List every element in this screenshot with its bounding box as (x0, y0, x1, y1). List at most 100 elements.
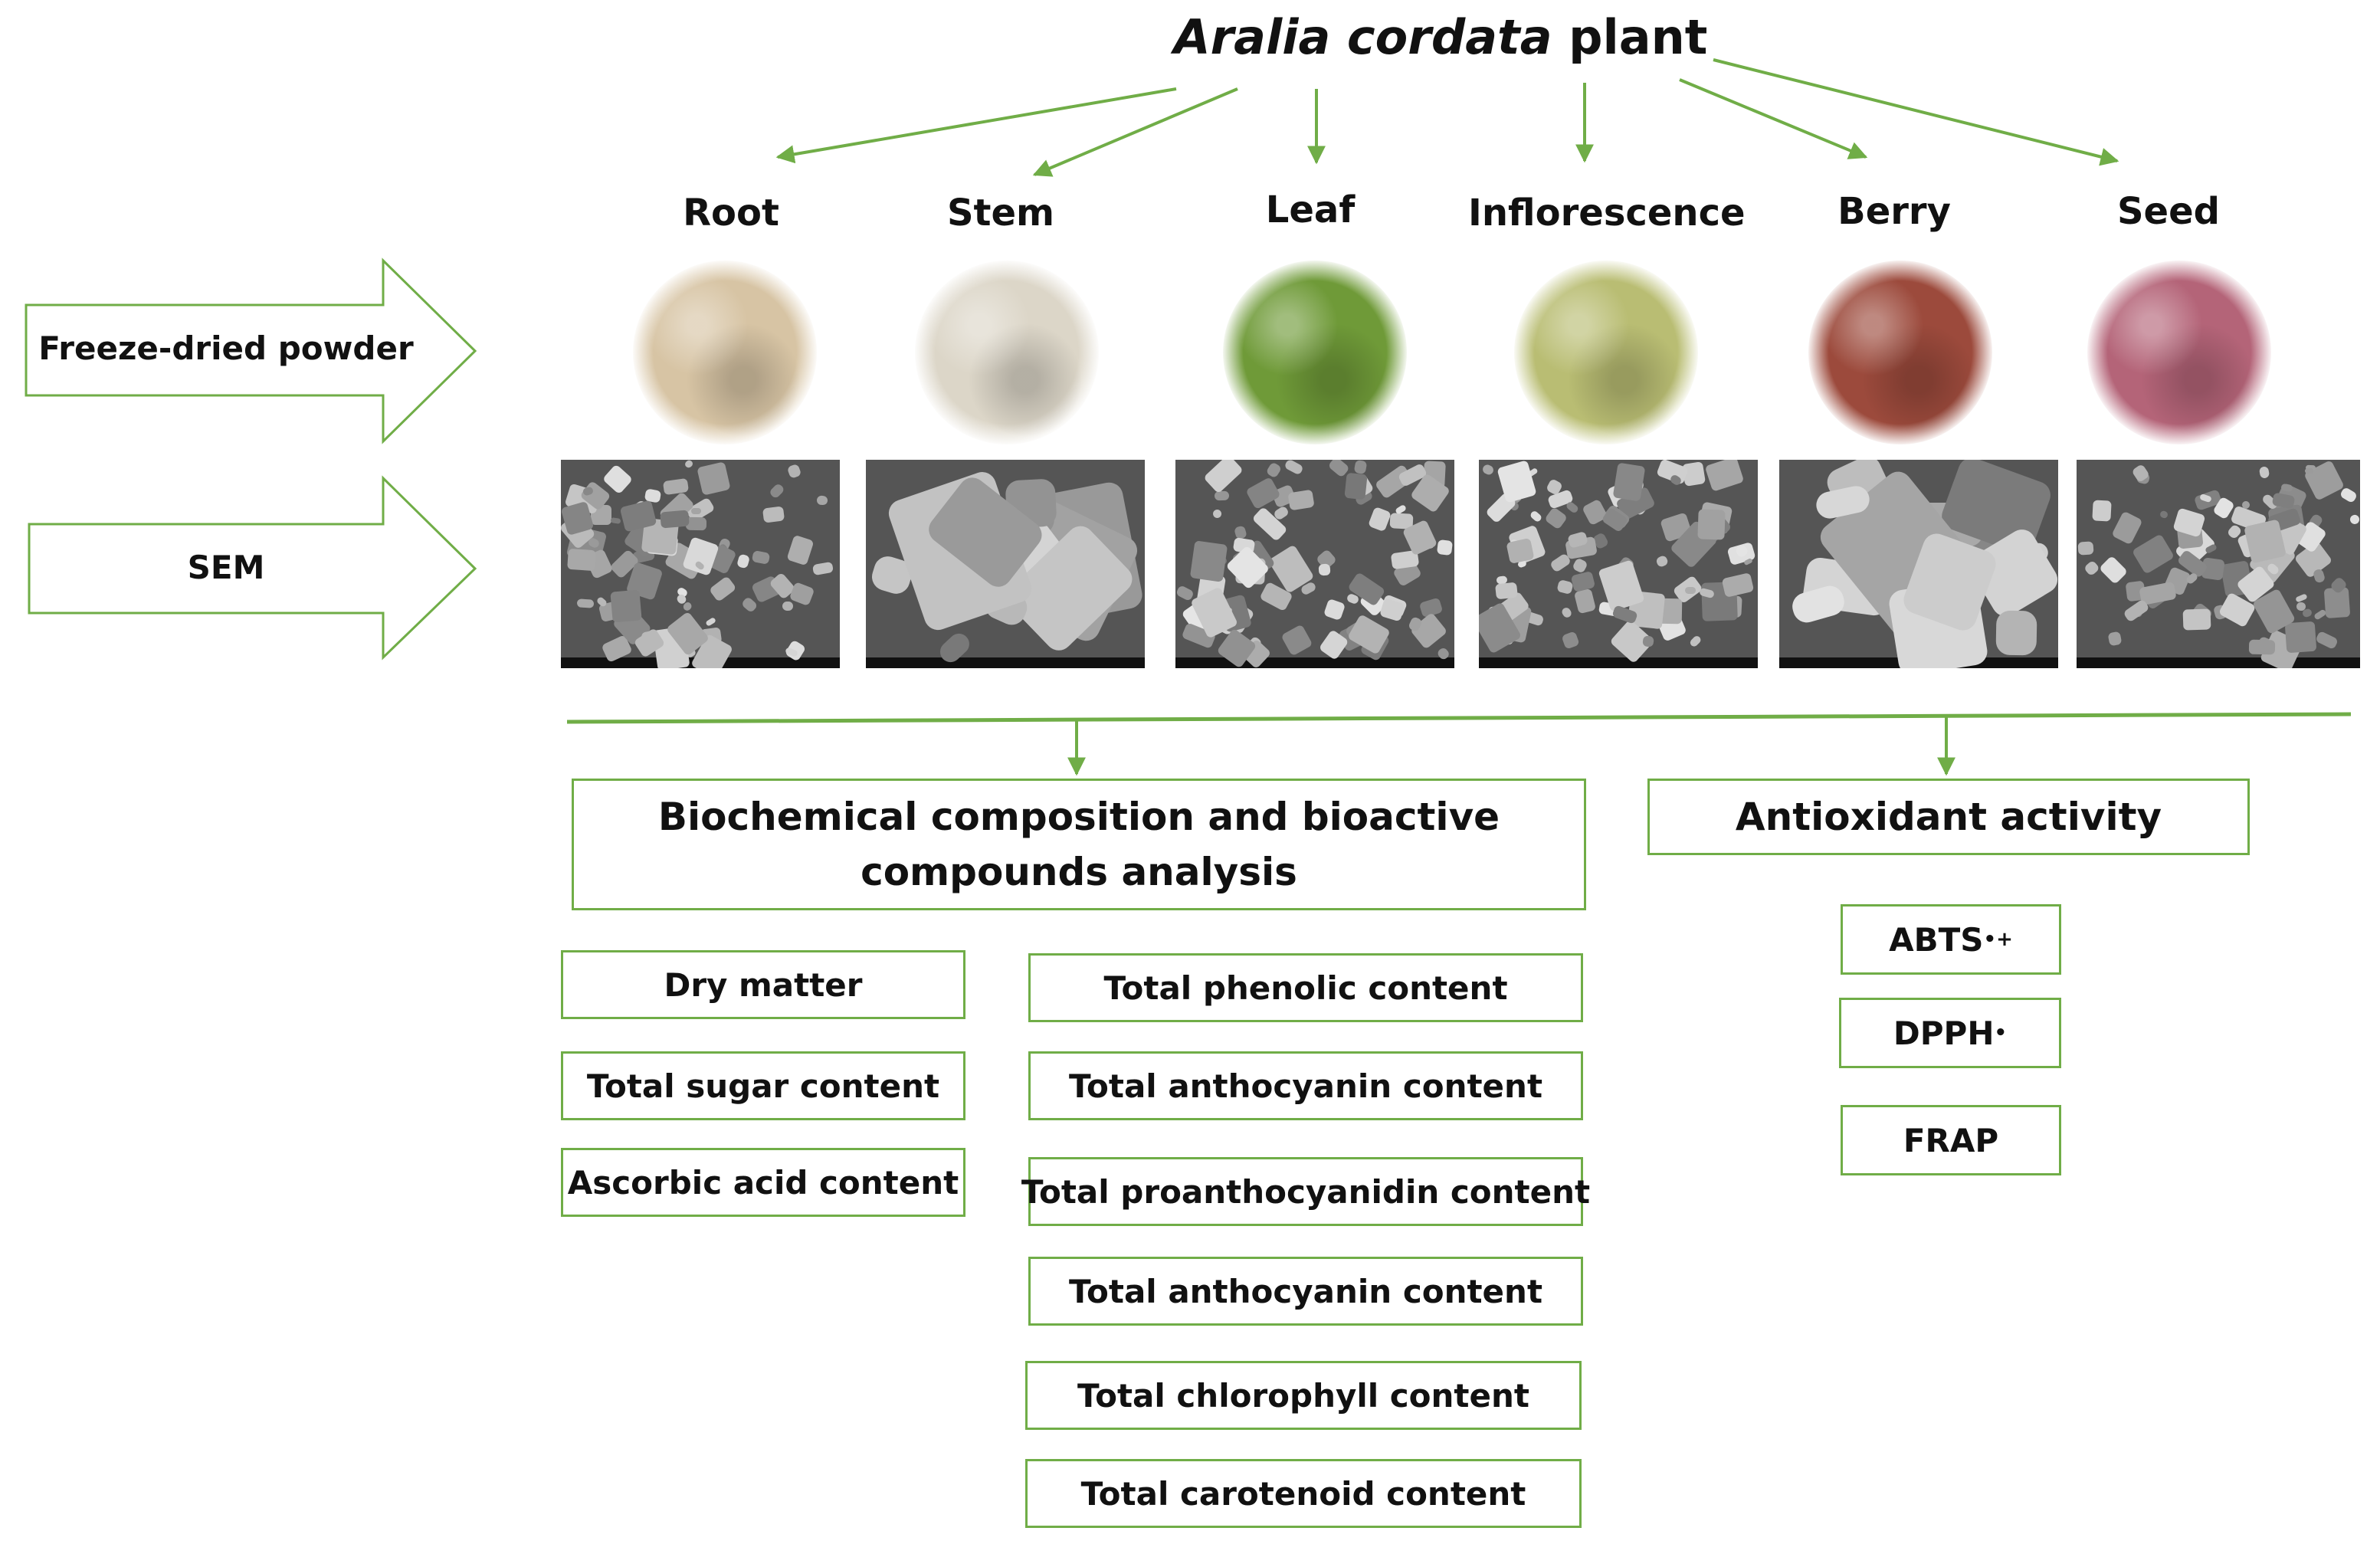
sem-particle (1689, 634, 1703, 648)
biochem-right-item: Total chlorophyll content (1025, 1361, 1582, 1430)
sem-particle (2099, 556, 2129, 585)
item-ascorbic-acid: Ascorbic acid content (567, 1163, 959, 1202)
sem-image-stem (866, 460, 1145, 668)
sem-image-inflorescence (1479, 460, 1758, 668)
arrow-to-stem (1032, 87, 1238, 177)
sem-particle (1215, 490, 1230, 501)
sem-particle (2077, 541, 2094, 556)
sem-image-root (561, 460, 840, 668)
assay-box-abts: ABTS•+ (1841, 904, 2061, 975)
sem-row-label: SEM (187, 549, 265, 586)
powder-block-arrow (25, 257, 477, 444)
sem-particle (1266, 461, 1283, 478)
diagram-title: Aralia cordata plant (1149, 9, 1732, 65)
powder-inflorescence (1514, 261, 1698, 444)
arrow-to-root (775, 87, 1177, 164)
item-total-proanthocyanidin: Total proanthocyanidin content (1021, 1172, 1591, 1211)
sem-particle (1544, 507, 1569, 531)
sem-particle (2091, 499, 2111, 522)
sem-particle (1436, 539, 1454, 556)
sem-particle (2284, 621, 2316, 654)
sem-particle (1570, 571, 1595, 593)
sem-particle (1529, 510, 1543, 523)
biochem-left-item: Total sugar content (561, 1051, 965, 1120)
part-label-berry: Berry (1837, 190, 1951, 233)
sem-particle (751, 550, 771, 566)
biochem-right-item: Total phenolic content (1028, 953, 1583, 1022)
sem-particle (1789, 582, 1848, 626)
biochem-heading: Biochemical composition and bioactive co… (657, 795, 1500, 894)
biochem-left-item: Dry matter (561, 950, 965, 1019)
sem-particle (704, 616, 716, 627)
part-label-stem: Stem (946, 192, 1055, 234)
sem-particle (2349, 513, 2360, 526)
sem-particle (567, 549, 597, 572)
assay-frap-name: FRAP (1903, 1121, 1999, 1159)
sem-particle (2122, 598, 2149, 623)
biochem-right-item: Total proanthocyanidin content (1021, 1157, 1590, 1226)
sem-particle (736, 553, 751, 570)
sem-particle (1705, 460, 1746, 492)
sem-particle (782, 602, 794, 611)
sem-particle (762, 506, 785, 523)
sem-particle (2083, 559, 2100, 577)
sem-particle (1556, 579, 1574, 595)
sem-particle (691, 507, 702, 514)
sem-particle (708, 575, 737, 603)
powder-row-label: Freeze-dried powder (38, 329, 414, 367)
sem-particle (610, 517, 621, 525)
divider-line (566, 712, 2352, 724)
item-total-chlorophyll: Total chlorophyll content (1077, 1376, 1529, 1415)
sem-particle (660, 510, 690, 529)
sem-particle (2107, 631, 2123, 648)
sem-image-leaf (1175, 460, 1454, 668)
sem-image-seed (2077, 460, 2360, 668)
sem-image-berry (1779, 460, 2058, 668)
sem-particle (769, 482, 786, 500)
sem-particle (2258, 466, 2270, 479)
sem-particle (1561, 630, 1581, 649)
sem-particle (2111, 510, 2144, 546)
sem-particle (1323, 598, 1346, 621)
powder-berry (1808, 261, 1992, 444)
sem-particle (1283, 460, 1304, 476)
biochem-heading-box: Biochemical composition and bioactive co… (572, 779, 1586, 910)
sem-particle (2312, 568, 2326, 584)
sem-particle (2314, 631, 2339, 651)
sem-particle (1244, 476, 1281, 510)
sem-particle (816, 495, 828, 506)
item-total-sugar: Total sugar content (586, 1067, 940, 1105)
sem-particle (1480, 463, 1495, 477)
assay-box-dpph: DPPH• (1839, 998, 2061, 1068)
sem-particle (609, 589, 642, 623)
antioxidant-heading-box: Antioxidant activity (1647, 779, 2250, 855)
sem-particle (1211, 507, 1223, 520)
arrow-to-seed (1713, 58, 2119, 166)
sem-particle (1175, 584, 1195, 602)
sem-particle (811, 561, 834, 576)
sem-particle (2159, 510, 2169, 520)
biochem-right-item: Total anthocyanin content (1028, 1051, 1583, 1120)
biochem-right-item: Total carotenoid content (1025, 1459, 1582, 1528)
species-name: Aralia cordata (1173, 9, 1552, 65)
sem-particle (1565, 500, 1580, 514)
sem-particle (2296, 602, 2306, 611)
sem-particle (1344, 472, 1368, 500)
sem-particle (684, 460, 694, 469)
item-total-carotenoid: Total carotenoid content (1080, 1474, 1526, 1513)
title-suffix: plant (1552, 9, 1708, 65)
powder-seed (2087, 261, 2271, 444)
item-total-anthocyanin-2: Total anthocyanin content (1068, 1272, 1543, 1310)
sem-particle (1684, 586, 1696, 594)
sem-particle (602, 464, 634, 495)
part-label-root: Root (683, 192, 779, 234)
sem-particle (1995, 610, 2037, 655)
part-label-leaf: Leaf (1265, 189, 1356, 231)
powder-root (633, 261, 817, 444)
sem-particle (1560, 606, 1573, 619)
sem-particle (1287, 489, 1315, 511)
sem-particle (1353, 460, 1367, 474)
sem-particle (1571, 557, 1588, 574)
assay-abts-sup: •+ (1983, 928, 2013, 951)
